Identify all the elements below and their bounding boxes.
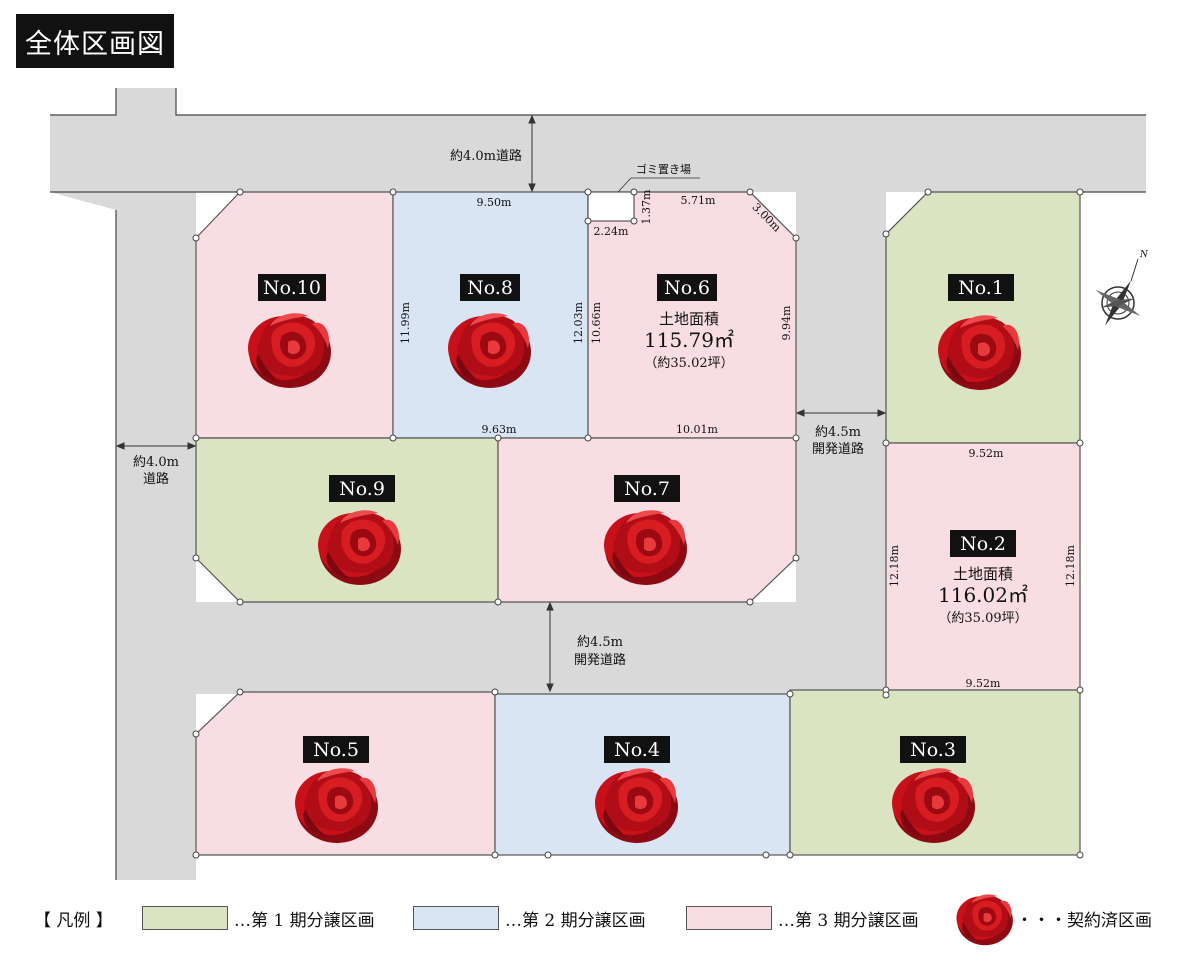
rose-icon <box>956 894 1013 946</box>
dim-lot6-right: 9.94m <box>780 305 793 340</box>
lot-6-tsubo: （約35.02坪） <box>644 356 733 371</box>
lot-9-label: No.9 <box>339 478 385 500</box>
road-edges <box>50 88 1146 880</box>
legend-title: 【 凡例 】 <box>34 905 113 931</box>
dim-lot2-right: 12.18m <box>1064 544 1077 586</box>
legend-phase1-swatch <box>142 906 228 930</box>
dim-lot6-left: 10.66m <box>590 301 603 343</box>
dim-lot8-top: 9.50m <box>477 196 512 209</box>
dim-lot6-bottom: 10.01m <box>676 423 718 436</box>
site-plan-map: ゴミ置き場 約4.0m道路 約4.0m 道路 約4.5m 開発道路 約4.5m … <box>50 88 1149 880</box>
page-title: 全体区画図 <box>16 14 174 68</box>
lot-6[interactable] <box>587 191 797 439</box>
lot-2-area-label: 土地面積 <box>953 565 1013 583</box>
dim-lot6-top: 5.71m <box>681 194 716 207</box>
dim-lot2-top: 9.52m <box>969 447 1004 460</box>
rose-icon-lot4 <box>595 768 678 843</box>
legend-phase1: …第 1 期分譲区画 <box>142 905 375 931</box>
legend-contracted-text: ・・・契約済区画 <box>1016 910 1152 931</box>
road-south-label-2: 開発道路 <box>574 652 626 668</box>
legend: 【 凡例 】 …第 1 期分譲区画 …第 2 期分譲区画 …第 3 期分譲区画 … <box>0 885 1200 946</box>
boundary-markers <box>192 188 1084 859</box>
road-west-label-1: 約4.0m <box>133 455 179 470</box>
lot-7-label: No.7 <box>624 478 670 500</box>
lot-2-tsubo: （約35.09坪） <box>938 611 1027 626</box>
rose-icon-lot1 <box>938 315 1021 390</box>
rose-icon-lot7 <box>604 510 687 585</box>
road-north <box>50 88 1146 192</box>
legend-phase1-text: …第 1 期分譲区画 <box>234 910 375 931</box>
rose-icon-lot3 <box>892 768 975 843</box>
lots <box>195 191 1081 856</box>
legend-phase3: …第 3 期分譲区画 <box>686 905 919 931</box>
road-west-label-2: 道路 <box>143 471 169 487</box>
road-west <box>116 160 196 880</box>
road-labels: 約4.0m道路 約4.0m 道路 約4.5m 開発道路 約4.5m 開発道路 <box>133 148 864 668</box>
dim-garbage-depth: 1.37m <box>640 189 653 224</box>
legend-contracted: ・・・契約済区画 <box>954 894 1152 946</box>
rose-icon-lot8 <box>448 313 531 388</box>
lot-8-label: No.8 <box>467 277 513 299</box>
roads <box>50 88 1146 880</box>
dimension-labels: 9.50m 5.71m 3.00m 2.24m 1.37m 11.99m 12.… <box>399 189 1077 690</box>
legend-phase3-swatch <box>686 906 772 930</box>
page-title-text: 全体区画図 <box>25 28 165 60</box>
lot-2-area: 116.02㎡ <box>938 583 1028 607</box>
road-east-label-2: 開発道路 <box>812 441 864 457</box>
legend-phase2: …第 2 期分譲区画 <box>413 905 646 931</box>
legend-title-text: 【 凡例 】 <box>34 910 113 931</box>
lot-1-label: No.1 <box>958 277 1004 299</box>
garbage-area-callout: ゴミ置き場 <box>617 162 700 193</box>
dim-lot2-bottom: 9.52m <box>966 677 1001 690</box>
road-east-label-1: 約4.5m <box>815 425 861 440</box>
rose-icon-lot9 <box>318 510 401 585</box>
dim-garbage-width: 2.24m <box>594 225 629 238</box>
lot-4-label: No.4 <box>614 739 660 761</box>
road-south-label-1: 約4.5m <box>577 635 623 650</box>
lot-labels: No.10 No.8 No.6 No.1 No.9 No.7 No.2 No.5… <box>258 274 1016 763</box>
road-north-label: 約4.0m道路 <box>450 148 522 164</box>
lot-6-area-label: 土地面積 <box>659 310 719 328</box>
legend-phase3-text: …第 3 期分譲区画 <box>778 910 919 931</box>
lot-6-label: No.6 <box>664 277 710 299</box>
dim-lot2-left: 12.18m <box>888 544 901 586</box>
legend-phase2-swatch <box>413 906 499 930</box>
lot-area-info: 土地面積 115.79㎡ （約35.02坪） 土地面積 116.02㎡ （約35… <box>644 310 1028 626</box>
road-width-arrows <box>115 114 887 693</box>
lot-2-label: No.2 <box>960 533 1006 555</box>
dim-lot8-right: 12.03m <box>572 301 585 343</box>
lot-3-label: No.3 <box>910 739 956 761</box>
legend-phase2-text: …第 2 期分譲区画 <box>505 910 646 931</box>
lot-2[interactable] <box>885 442 1081 691</box>
garbage-area-label: ゴミ置き場 <box>636 162 691 176</box>
lot-10-label: No.10 <box>263 277 321 299</box>
garbage-area <box>587 191 635 222</box>
compass-north-label: N <box>1139 250 1149 260</box>
road-south-dev <box>196 602 886 694</box>
lot-6-area: 115.79㎡ <box>644 328 734 352</box>
rose-icon-lot10 <box>248 313 331 388</box>
rose-icon-lot5 <box>295 768 378 843</box>
compass-icon: N <box>1095 250 1149 326</box>
dim-lot8-bottom: 9.63m <box>482 423 517 436</box>
dim-lot10-right: 11.99m <box>399 301 412 343</box>
road-west-corner <box>50 192 196 238</box>
lot-5-label: No.5 <box>313 739 359 761</box>
